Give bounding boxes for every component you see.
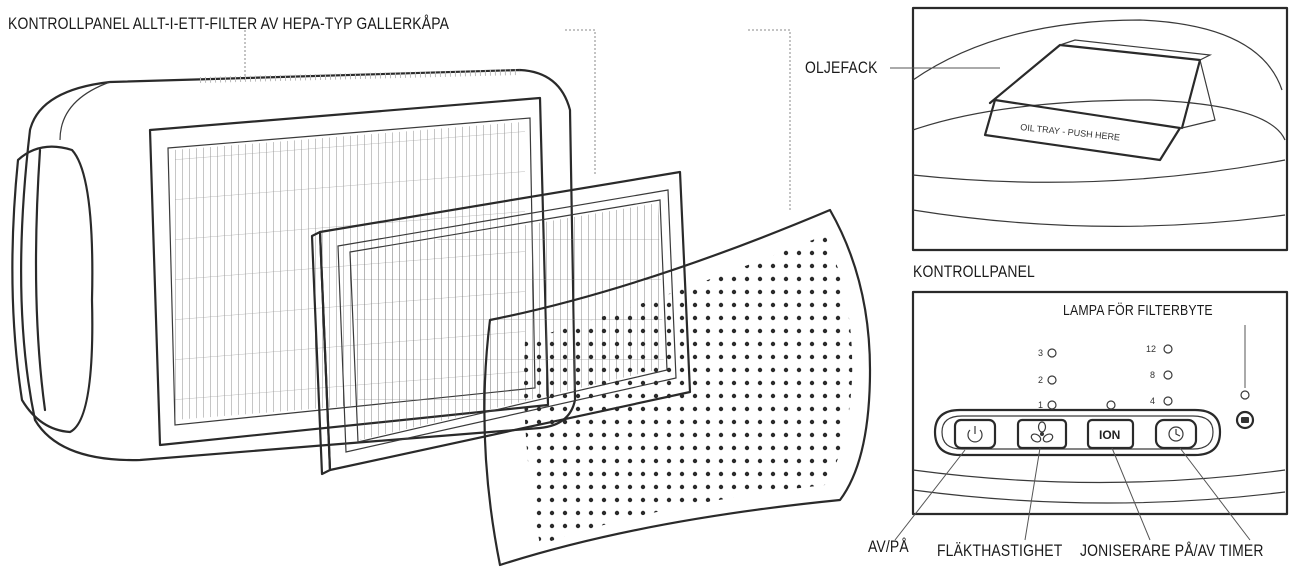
- timer-level-8: 8: [1150, 370, 1155, 380]
- fan-level-2: 2: [1038, 375, 1043, 385]
- top-label: KONTROLLPANEL ALLT-I-ETT-FILTER AV HEPA-…: [8, 14, 450, 33]
- timer-button[interactable]: [1154, 418, 1198, 450]
- ion-button[interactable]: ION: [1086, 418, 1135, 450]
- control-panel-title: KONTROLLPANEL: [913, 262, 1035, 281]
- leader-filter: [565, 29, 596, 175]
- oil-tray-inset: OIL TRAY - PUSH HERE: [911, 6, 1289, 252]
- timer-level-12: 12: [1146, 344, 1156, 354]
- ionizer-timer-label: JONISERARE PÅ/AV TIMER: [1080, 541, 1264, 560]
- tray-text: OIL TRAY - PUSH HERE: [1020, 122, 1121, 142]
- timer-level-4: 4: [1150, 396, 1155, 406]
- fan-button[interactable]: [1016, 418, 1068, 450]
- filter-reset-button[interactable]: [1235, 410, 1255, 430]
- leader-grille: [748, 29, 791, 210]
- oil-tray-label: OLJEFACK: [805, 58, 878, 77]
- control-panel-inset: 3 2 1 12 8 4: [911, 290, 1289, 516]
- fan-speed-label: FLÄKTHASTIGHET: [937, 541, 1063, 560]
- timer-icon: [1168, 426, 1184, 442]
- ion-indicator: [1106, 400, 1116, 410]
- fan-level-1: 1: [1038, 400, 1043, 410]
- leader-ion: [1111, 447, 1151, 541]
- leader-power: [894, 449, 966, 541]
- fan-icon: [1030, 421, 1054, 443]
- filter-reset-icon: [1241, 417, 1249, 423]
- filter-light-indicator: [1240, 390, 1250, 400]
- filter-light-label: LAMPA FÖR FILTERBYTE: [1063, 302, 1213, 319]
- power-label: AV/PÅ: [868, 537, 909, 556]
- power-button[interactable]: [953, 418, 997, 450]
- leader-timer: [1179, 447, 1251, 541]
- fan-level-3: 3: [1038, 348, 1043, 358]
- ion-button-label: ION: [1099, 428, 1120, 442]
- power-icon: [967, 426, 983, 443]
- leader-fan: [1024, 447, 1041, 541]
